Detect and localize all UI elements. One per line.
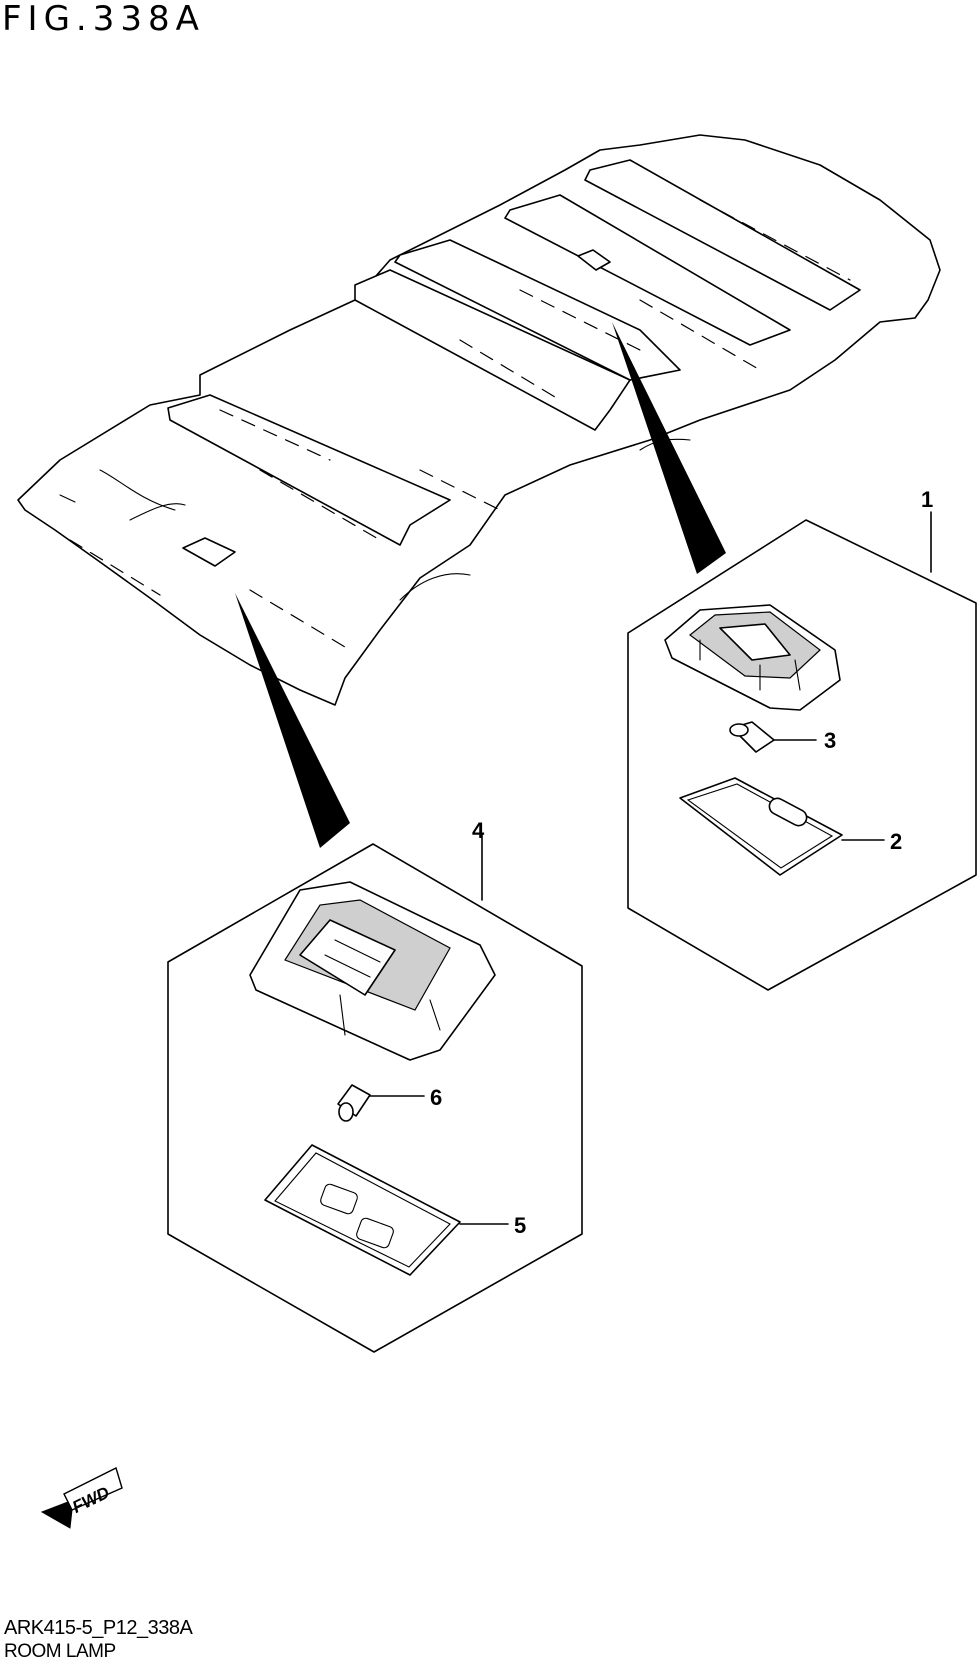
roof-panel-middle-2 [394,239,681,381]
group-4-boundary [167,843,583,1353]
roof-panel-middle [354,269,631,431]
rear-lamp-opening [577,249,611,271]
callout-5: 5 [514,1213,526,1238]
callout-4: 4 [472,818,485,843]
bulb-rear [729,721,775,753]
roof-panel-front [167,394,451,546]
room-lamp-housing-front [249,881,496,1061]
callout-6: 6 [430,1085,442,1110]
pointer-to-rear-lamp [612,322,726,574]
lens-front [264,1144,461,1276]
fwd-direction-indicator: FWD [40,1467,123,1529]
callout-group-1: 1 3 2 [627,487,977,991]
callout-2: 2 [890,829,902,854]
drawing-code: ARK415-5_P12_338A [4,1617,193,1639]
roof-headliner [17,134,941,706]
lens-rear [679,777,843,876]
figure-title: FIG.338A [2,0,205,39]
bulb-front [337,1084,371,1122]
callout-1: 1 [921,487,933,512]
room-lamp-housing-rear [664,604,841,711]
pointer-to-front-lamp [235,593,350,848]
front-lamp-opening [182,537,236,567]
callout-group-4: 4 6 5 [167,818,583,1353]
roof-panel-rear [504,194,791,346]
figure-caption: ROOM LAMP [4,1641,116,1662]
callout-3: 3 [824,728,836,753]
roof-panel-rear-2 [584,159,861,311]
group-1-boundary [627,519,977,991]
